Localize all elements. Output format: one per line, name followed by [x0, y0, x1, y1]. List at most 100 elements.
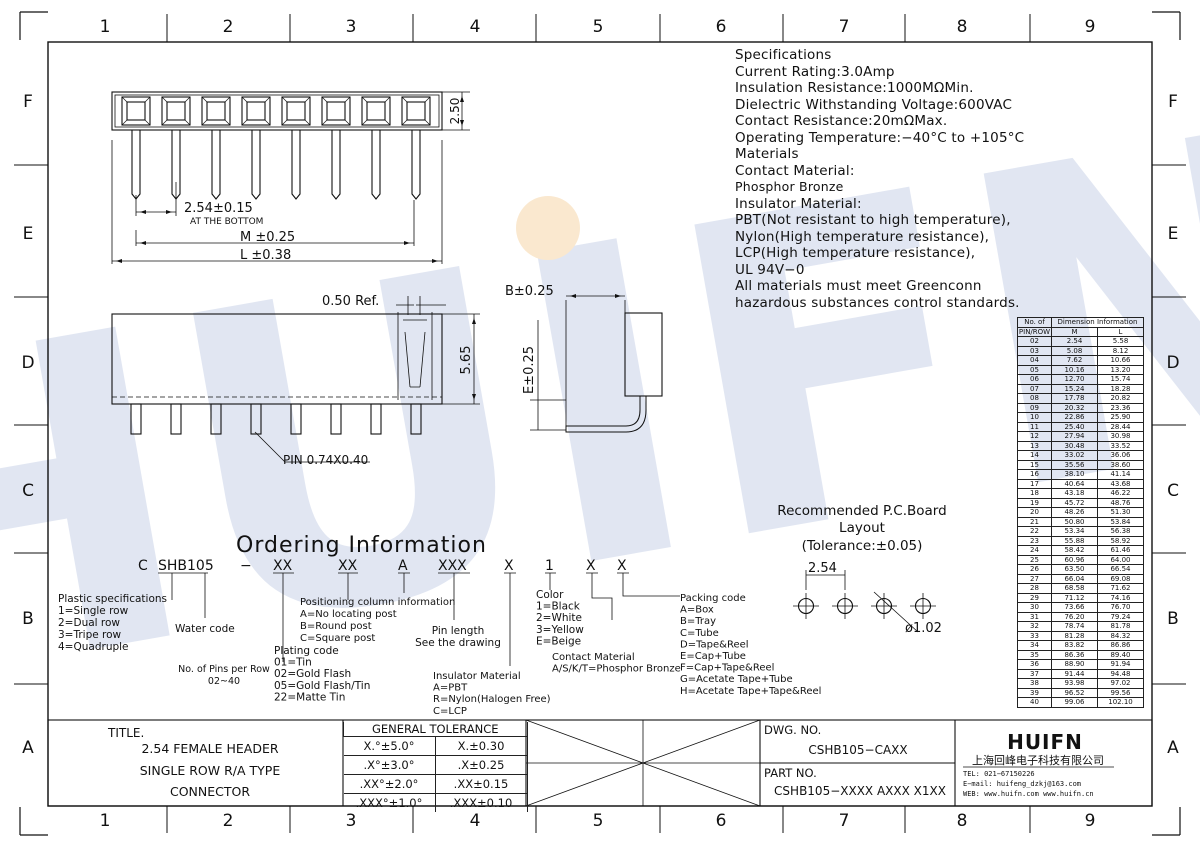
grid-col-7-bot: 7: [839, 811, 850, 831]
dim-m-value: 38.10: [1051, 469, 1098, 480]
positioning-info-line: C=Square post: [300, 633, 375, 644]
plating-code-line: 22=Matte Tin: [274, 691, 345, 703]
spec-line: Insulator Material:: [735, 195, 862, 212]
dim-m-value: 25.40: [1051, 421, 1098, 432]
top-pin: [291, 130, 301, 200]
front-pin: [330, 403, 342, 435]
spec-line: Contact Material:: [735, 162, 855, 179]
dim-pin-count: 29: [1017, 592, 1052, 603]
color-code-line: 1=Black: [536, 601, 581, 613]
dim-m-value: 20.32: [1051, 402, 1098, 413]
top-socket-cell: [401, 96, 431, 126]
dim-m-value: 50.80: [1051, 516, 1098, 527]
front-view: [111, 296, 480, 463]
top-dim-pitch-note: AT THE BOTTOM: [190, 217, 263, 227]
top-pin: [411, 130, 421, 200]
pins-per-row-line: 02~40: [208, 676, 240, 687]
company-tel: TEL: 021−67150226: [963, 770, 1035, 778]
grid-row-F-right: F: [1168, 92, 1178, 112]
grid-col-8-bot: 8: [957, 811, 968, 831]
dim-l-value: 91.94: [1097, 659, 1144, 670]
dim-header-l: L: [1097, 326, 1144, 337]
dim-m-value: 81.28: [1051, 630, 1098, 641]
dim-pin-count: 14: [1017, 450, 1052, 461]
dim-l-value: 33.52: [1097, 440, 1144, 451]
dim-l-value: 5.58: [1097, 336, 1144, 347]
grid-row-E-right: E: [1168, 224, 1179, 244]
grid-col-3-top: 3: [346, 17, 357, 37]
code-x2: X: [586, 558, 596, 574]
company-web: WEB: www.huifn.com www.huifn.cn: [963, 790, 1094, 798]
front-pin: [210, 403, 222, 435]
part-label: PART NO.: [764, 766, 817, 780]
packing-code-line: F=Cap+Tape&Reel: [680, 663, 774, 674]
tolerance-angle: .XX°±2.0°: [343, 774, 436, 794]
dim-pin-count: 28: [1017, 583, 1052, 594]
top-pin: [331, 130, 341, 200]
dim-m-value: 55.88: [1051, 535, 1098, 546]
grid-col-5-bot: 5: [593, 811, 604, 831]
dim-header-no: No. of: [1017, 317, 1052, 328]
dim-pin-count: 23: [1017, 535, 1052, 546]
spec-line: Operating Temperature:−40°C to +105°C: [735, 129, 1025, 146]
top-socket-cell: [321, 96, 351, 126]
grid-col-2-bot: 2: [223, 811, 234, 831]
dim-l-value: 20.82: [1097, 393, 1144, 404]
grid-col-5-top: 5: [593, 17, 604, 37]
side-dim-e: E±0.25: [522, 346, 537, 394]
dim-l-value: 13.20: [1097, 364, 1144, 375]
pins-per-row-line: No. of Pins per Row: [178, 664, 270, 675]
grid-col-2-top: 2: [223, 17, 234, 37]
code-x1: X: [504, 558, 514, 574]
dwg-no: CSHB105−CAXX: [808, 743, 907, 757]
dim-m-value: 15.24: [1051, 383, 1098, 394]
title-label: TITLE.: [107, 726, 144, 740]
dim-l-value: 46.22: [1097, 488, 1144, 499]
dim-l-value: 71.62: [1097, 583, 1144, 594]
dim-pin-count: 21: [1017, 516, 1052, 527]
dim-l-value: 61.46: [1097, 545, 1144, 556]
dim-m-value: 78.74: [1051, 621, 1098, 632]
dim-m-value: 27.94: [1051, 431, 1098, 442]
dim-m-value: 86.36: [1051, 649, 1098, 660]
pcb-title-2: Layout: [839, 520, 885, 536]
grid-col-6-top: 6: [716, 17, 727, 37]
watermark-dot: [516, 196, 580, 260]
plastic-spec-line: 2=Dual row: [58, 617, 120, 629]
plastic-spec-line: 4=Quadruple: [58, 641, 129, 653]
dim-pin-count: 24: [1017, 545, 1052, 556]
dim-m-value: 10.16: [1051, 364, 1098, 375]
spec-line: Current Rating:3.0Amp: [735, 63, 895, 80]
code-series: SHB105: [158, 558, 214, 574]
dim-m-value: 40.64: [1051, 478, 1098, 489]
insulator-material-line: A=PBT: [433, 683, 468, 694]
dim-l-value: 51.30: [1097, 507, 1144, 518]
positioning-info-line: A=No locating post: [300, 609, 397, 620]
dim-l-value: 25.90: [1097, 412, 1144, 423]
pcb-hole-dia: ø1.02: [905, 621, 942, 636]
packing-code-line: D=Tape&Reel: [680, 639, 749, 650]
dim-pin-count: 40: [1017, 697, 1052, 708]
tolerance-row: .XXX°±1.0°.XXX±0.10: [343, 793, 528, 812]
company-email: E−mail: huifeng_dzkj@163.com: [963, 780, 1081, 788]
dim-m-value: 60.96: [1051, 554, 1098, 565]
dim-l-value: 48.76: [1097, 497, 1144, 508]
dim-m-value: 93.98: [1051, 678, 1098, 689]
dim-pin-count: 15: [1017, 459, 1052, 470]
grid-col-4-bot: 4: [470, 811, 481, 831]
dim-l-value: 43.68: [1097, 478, 1144, 489]
dim-pin-count: 22: [1017, 526, 1052, 537]
